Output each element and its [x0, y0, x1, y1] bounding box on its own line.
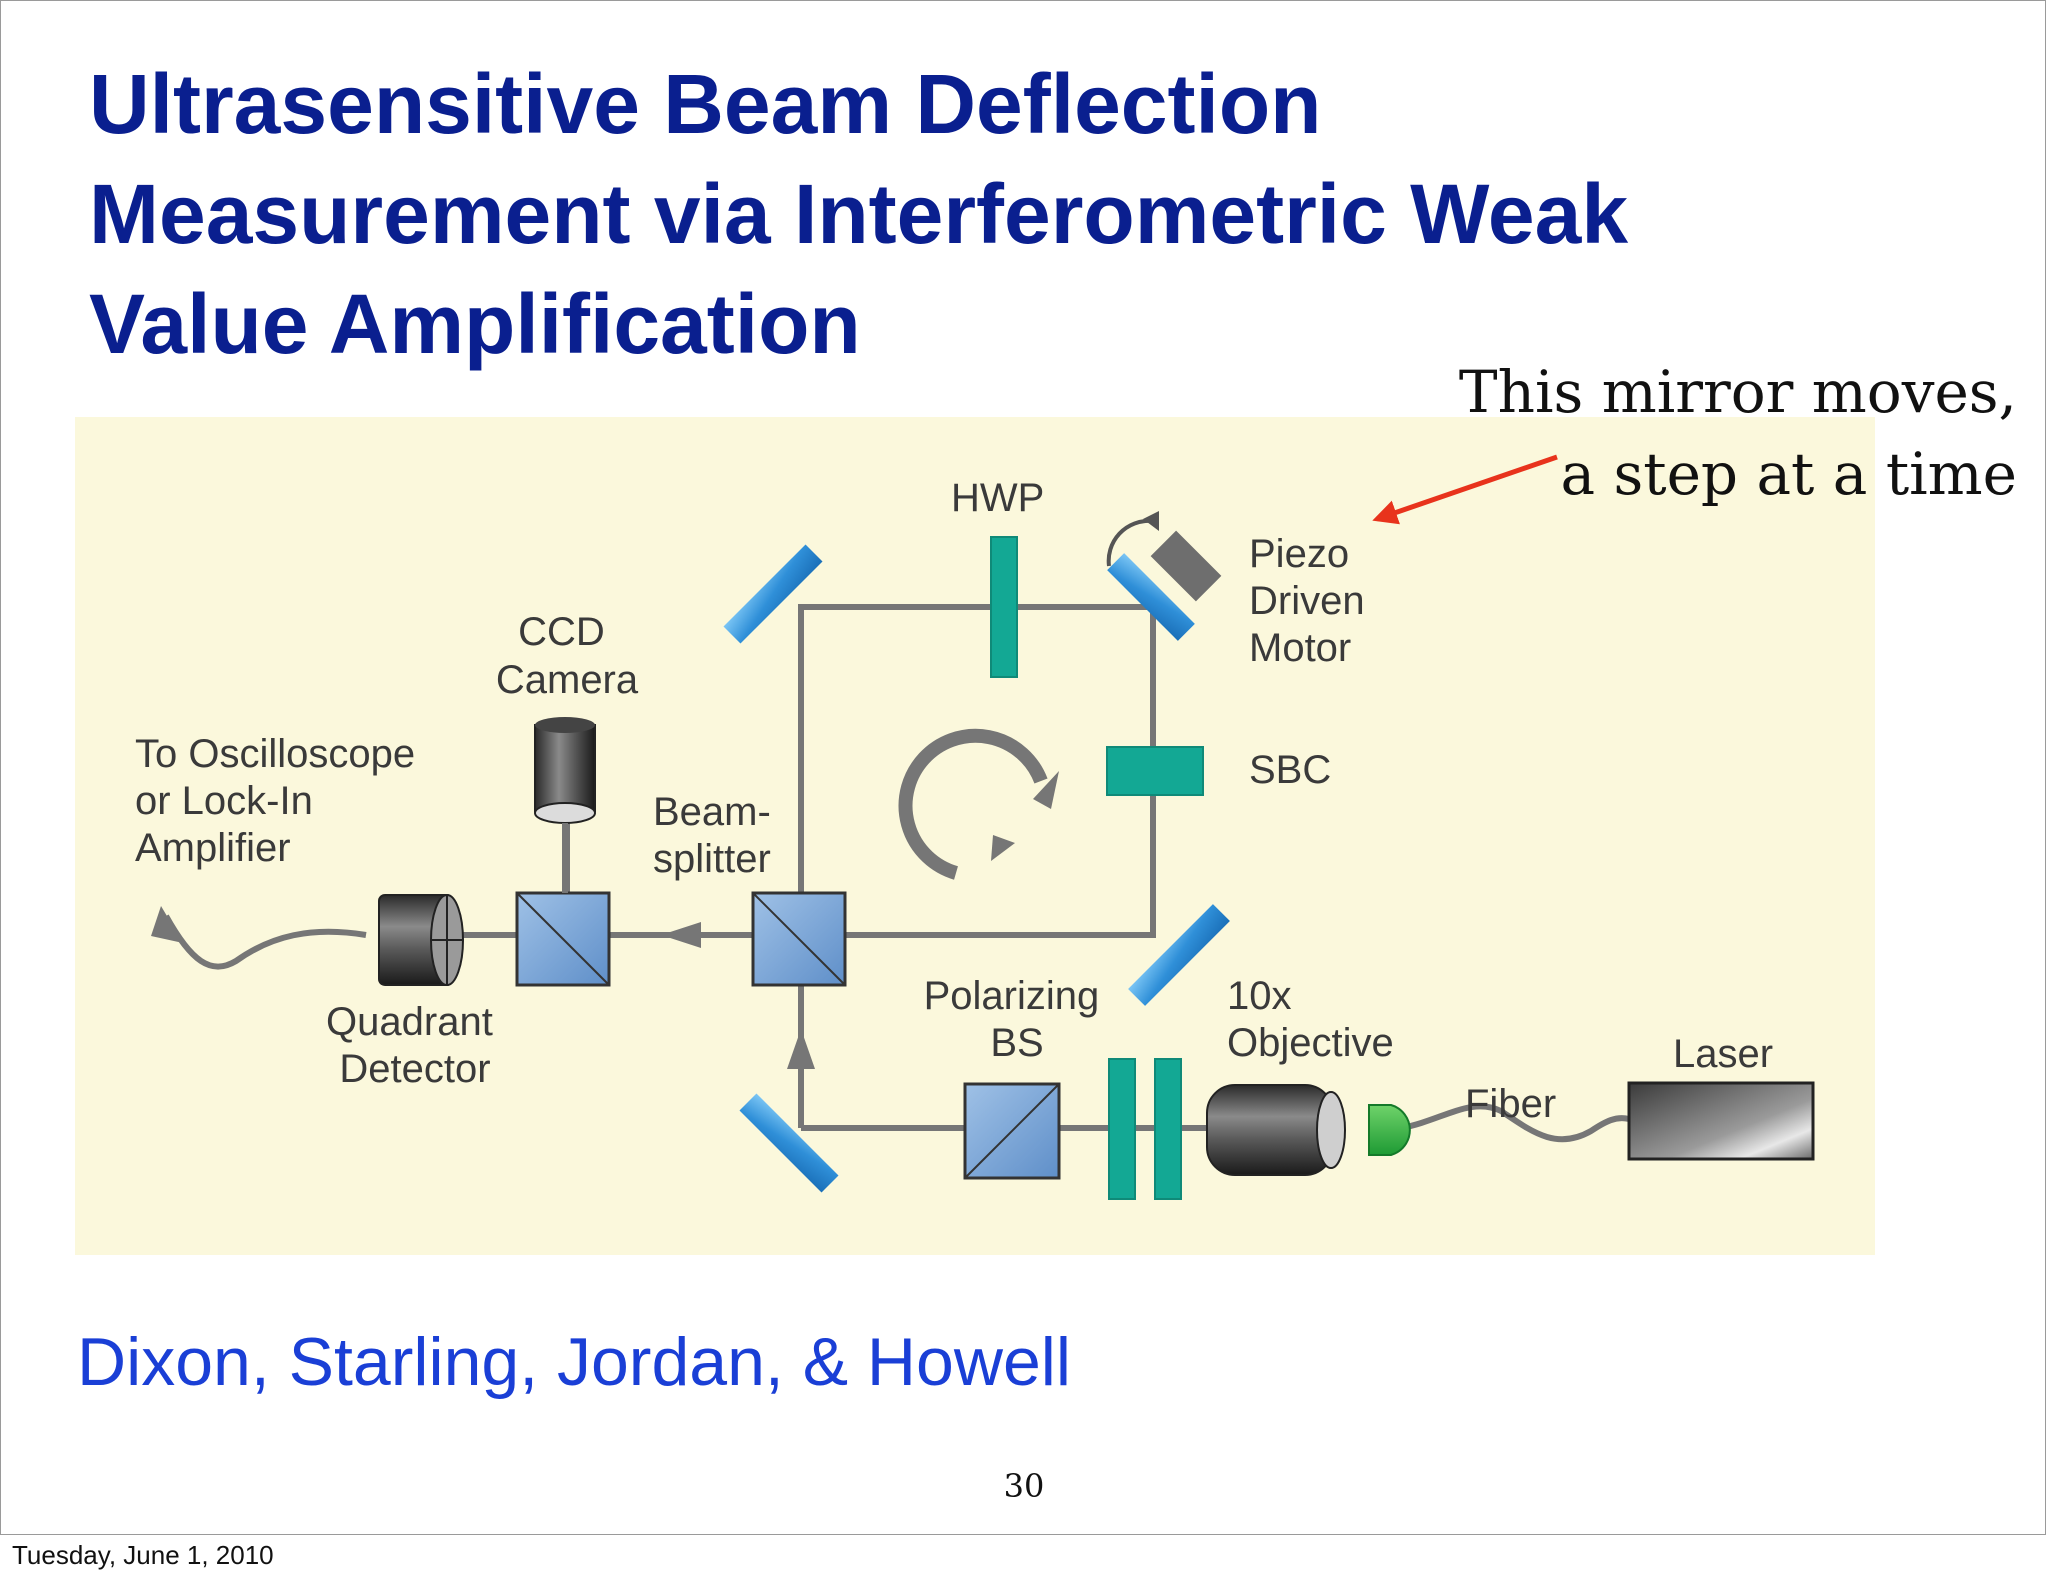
label-piezo-motor: Piezo Driven Motor — [1249, 532, 1376, 670]
piezo-rotation-arrowhead — [1143, 511, 1159, 531]
mirror-annotation: This mirror moves, a step at a time — [1459, 351, 2017, 515]
mirror — [739, 1093, 839, 1193]
label-oscilloscope: To Oscilloscope or Lock-In Amplifier — [135, 732, 426, 870]
label-objective: 10x Objective — [1227, 974, 1394, 1065]
label-ccd-camera: CCD Camera — [496, 610, 639, 702]
label-fiber: Fiber — [1465, 1082, 1556, 1126]
label-laser: Laser — [1673, 1032, 1773, 1076]
label-polarizing-bs: Polarizing BS — [924, 974, 1111, 1065]
label-sbc: SBC — [1249, 748, 1331, 792]
objective-lens — [1206, 1084, 1346, 1176]
piezo-rotation-arrow — [1106, 518, 1152, 567]
quadrant-detector — [378, 894, 464, 986]
date-footer: Tuesday, June 1, 2010 — [12, 1540, 274, 1570]
title-line: Measurement via Interferometric Weak — [89, 167, 1629, 261]
mirror — [1128, 904, 1230, 1006]
circulation-arrowhead — [1033, 771, 1059, 809]
fiber-coupler — [1368, 1104, 1411, 1156]
title-line: Ultrasensitive Beam Deflection — [89, 57, 1322, 151]
slide: Ultrasensitive Beam Deflection Measureme… — [0, 0, 2046, 1535]
circulation-arrow — [898, 728, 1048, 880]
polarizing-beamsplitter-cube — [963, 1082, 1061, 1180]
sbc-element — [1106, 746, 1204, 796]
mirror-moving — [1107, 530, 1222, 641]
beamsplitter-cube — [751, 891, 847, 987]
label-beamsplitter: Beam- splitter — [653, 790, 782, 881]
title-line: Value Amplification — [89, 277, 861, 371]
half-wave-plate — [990, 536, 1018, 678]
waveplate — [1108, 1058, 1136, 1200]
annotation-line: a step at a time — [1560, 440, 2018, 508]
annotation-line: This mirror moves, — [1458, 358, 2017, 426]
label-quadrant-detector: Quadrant Detector — [326, 1000, 504, 1091]
page-number: 30 — [1003, 1467, 1045, 1505]
label-hwp: HWP — [951, 476, 1044, 520]
slide-title: Ultrasensitive Beam Deflection Measureme… — [89, 49, 1989, 379]
circulation-arrowhead — [991, 835, 1015, 861]
annotation-arrow — [1372, 454, 1558, 525]
laser — [1627, 1081, 1815, 1161]
waveplate — [1154, 1058, 1182, 1200]
beam-direction-arrows — [151, 906, 815, 1069]
ccd-beamsplitter-cube — [515, 891, 611, 987]
ccd-camera — [534, 717, 596, 824]
interferometer-diagram: HWP Piezo Driven Motor CCD Camera SBC To… — [75, 417, 1875, 1255]
mirror — [723, 544, 823, 644]
authors: Dixon, Starling, Jordan, & Howell — [77, 1324, 1072, 1400]
